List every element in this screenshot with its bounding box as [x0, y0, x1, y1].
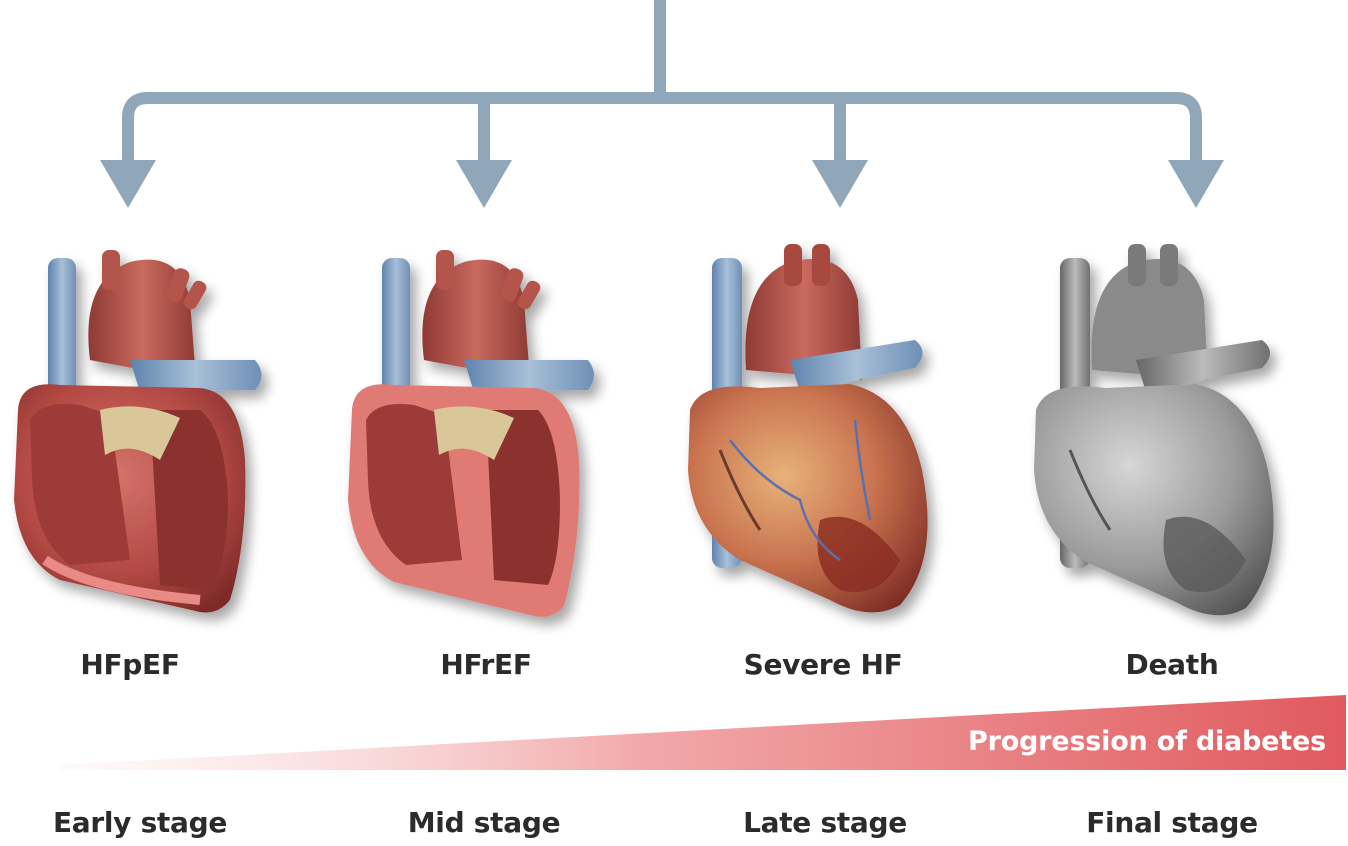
heart-label-hfref: HFrEF	[356, 648, 616, 681]
heart-hfpef-icon	[14, 250, 262, 613]
arrowhead-icon	[456, 160, 512, 208]
heart-label-severe-hf: Severe HF	[693, 648, 953, 681]
arrowhead-icon	[100, 160, 156, 208]
arrowhead-icon	[1168, 160, 1224, 208]
stage-label-early: Early stage	[10, 806, 270, 839]
stage-label-late: Late stage	[695, 806, 955, 839]
arrowhead-icon	[812, 160, 868, 208]
heart-death-icon	[1034, 244, 1274, 615]
progression-label: Progression of diabetes	[968, 726, 1326, 757]
arrowheads	[100, 160, 1224, 208]
stage-label-final: Final stage	[1042, 806, 1302, 839]
heart-label-death: Death	[1042, 648, 1302, 681]
heart-severe-hf-icon	[688, 244, 928, 612]
stage-label-mid: Mid stage	[354, 806, 614, 839]
heart-hfref-icon	[348, 250, 594, 617]
heart-label-hfpef: HFpEF	[0, 648, 260, 681]
branching-arrows	[128, 0, 1196, 170]
arrow-crossbar	[128, 98, 1196, 170]
